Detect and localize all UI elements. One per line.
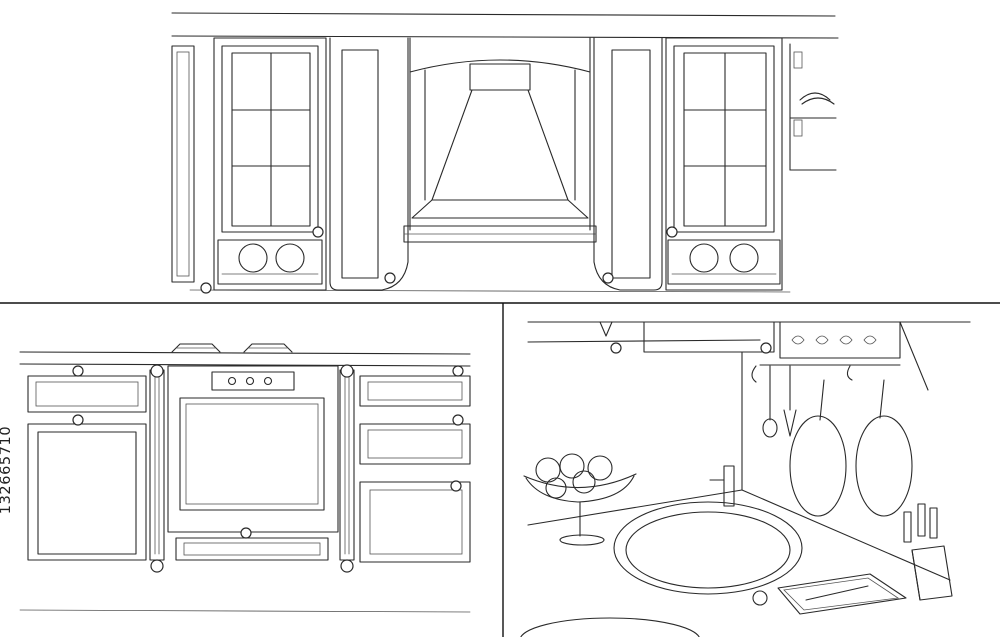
cutting-board <box>752 573 907 615</box>
range-hood <box>403 37 597 243</box>
cabinet-right <box>359 365 471 563</box>
panel-hood-wall <box>171 12 839 294</box>
glass-cabinet-right <box>665 37 783 291</box>
sink-faucet <box>709 465 735 507</box>
cabinet-left <box>27 365 147 561</box>
glass-cabinet-left <box>200 37 327 294</box>
stock-id-text: 132665710 <box>0 425 14 515</box>
knife-block <box>903 503 953 601</box>
hanging-utensils <box>751 364 913 517</box>
panel-oven-wall <box>19 343 471 613</box>
round-sink <box>613 501 803 595</box>
built-in-oven <box>167 365 339 561</box>
panel-separators <box>0 302 1000 637</box>
panel-sink-corner <box>520 321 971 637</box>
fruit-bowl <box>523 453 637 546</box>
